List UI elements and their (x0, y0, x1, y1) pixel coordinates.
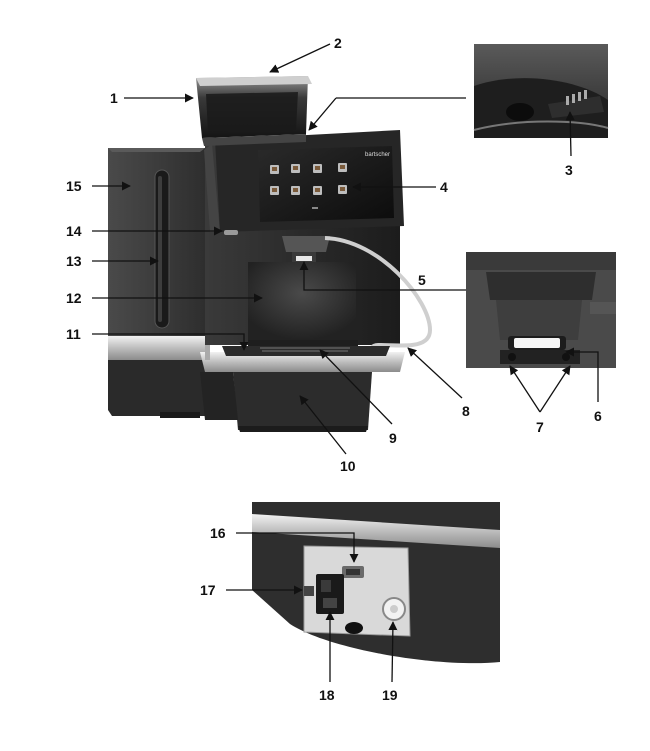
milk-hose (324, 236, 433, 348)
rear-panel-detail (252, 502, 500, 664)
callout-2: 2 (334, 35, 342, 51)
water-tank (108, 148, 205, 340)
callout-18: 18 (319, 687, 335, 703)
data-port (342, 566, 364, 578)
outlet-light (514, 338, 560, 348)
callout-9: 9 (389, 430, 397, 446)
callout-15: 15 (66, 178, 82, 194)
bean-hopper (196, 76, 312, 146)
callout-17: 17 (200, 582, 216, 598)
callout-10: 10 (340, 458, 356, 474)
callout-4: 4 (440, 179, 448, 195)
brand-logo: bartscher (365, 152, 390, 158)
power-switch-socket[interactable] (304, 574, 344, 614)
on-off-button[interactable] (224, 230, 238, 235)
callout-1: 1 (110, 90, 118, 106)
callout-8: 8 (462, 403, 470, 419)
callout-3: 3 (565, 162, 573, 178)
water-inlet (382, 597, 406, 621)
control-panel: bartscher (204, 130, 404, 232)
callout-12: 12 (66, 290, 82, 306)
callout-11: 11 (66, 326, 81, 342)
callout-16: 16 (210, 525, 226, 541)
coffee-machine: bartscher (108, 76, 433, 432)
callout-5: 5 (418, 272, 426, 288)
callout-19: 19 (382, 687, 398, 703)
grinder-detail-inset (473, 44, 609, 138)
callout-numbers: 1 2 3 4 5 6 7 8 9 10 11 12 13 14 15 16 1… (66, 35, 602, 703)
outlet-detail-inset (466, 252, 616, 368)
callout-6: 6 (594, 408, 602, 424)
callout-7: 7 (536, 419, 544, 435)
callout-14: 14 (66, 223, 82, 239)
callout-lines (92, 43, 599, 683)
callout-13: 13 (66, 253, 82, 269)
coffee-outlet (282, 236, 330, 262)
